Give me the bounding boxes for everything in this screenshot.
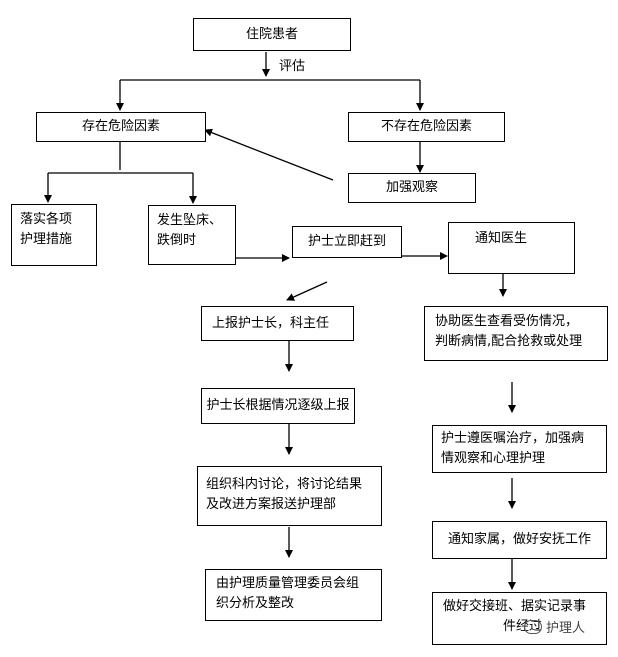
node-committee-line-2: 织分析及整改 bbox=[216, 596, 295, 611]
label-assess: 评估 bbox=[279, 59, 306, 74]
node-discuss-line-1: 组织科内讨论，将讨论结果 bbox=[206, 477, 363, 492]
node-escalate: 护士长根据情况逐级上报 bbox=[201, 388, 355, 424]
node-handover-line-1: 做好交接班、据实记录事 bbox=[443, 599, 587, 614]
node-treat: 护士遵医嘱治疗，加强病 情观察和心理护理 bbox=[432, 425, 607, 473]
node-risk-present: 存在危险因素 bbox=[36, 112, 206, 142]
watermark: 护理人 bbox=[524, 617, 585, 636]
node-handover-line-2: 件经过 bbox=[503, 619, 543, 634]
node-inpatient: 住院患者 bbox=[193, 18, 351, 51]
node-handover: 做好交接班、据实记录事 件经过 bbox=[432, 592, 607, 645]
arrow-nurse-to-report bbox=[286, 281, 328, 301]
node-assist: 协助医生查看受伤情况， 判断病情,配合抢救或处理 bbox=[424, 306, 608, 361]
node-measures: 落实各项 护理措施 bbox=[11, 204, 97, 266]
node-treat-line-2: 情观察和心理护理 bbox=[441, 451, 546, 466]
arrow-observe-to-risk bbox=[204, 128, 334, 181]
node-family: 通知家属，做好安抚工作 bbox=[432, 521, 607, 559]
node-fall-line-1: 发生坠床、 bbox=[157, 213, 223, 228]
chat-bubble-icon bbox=[524, 619, 542, 634]
node-nurse-rush: 护士立即赶到 bbox=[292, 226, 402, 258]
node-report-head: 上报护士长，科主任 bbox=[201, 306, 354, 341]
node-committee: 由护理质量管理委员会组 织分析及整改 bbox=[205, 569, 382, 621]
node-observe: 加强观察 bbox=[348, 173, 476, 203]
node-risk-absent: 不存在危险因素 bbox=[348, 112, 505, 142]
node-discuss-line-2: 及改进方案报送护理部 bbox=[206, 497, 337, 512]
node-discuss: 组织科内讨论，将讨论结果 及改进方案报送护理部 bbox=[197, 466, 382, 526]
node-treat-line-1: 护士遵医嘱治疗，加强病 bbox=[441, 431, 585, 446]
node-notify-doctor: 通知医生 bbox=[448, 222, 575, 274]
node-fall-line-2: 跌倒时 bbox=[157, 233, 197, 248]
node-committee-line-1: 由护理质量管理委员会组 bbox=[216, 576, 360, 591]
node-assist-line-1: 协助医生查看受伤情况， bbox=[435, 314, 579, 329]
node-measures-line-1: 落实各项 bbox=[20, 212, 73, 227]
node-measures-line-2: 护理措施 bbox=[20, 232, 73, 247]
watermark-text: 护理人 bbox=[546, 621, 586, 636]
node-assist-line-2: 判断病情,配合抢救或处理 bbox=[435, 334, 583, 349]
node-fall: 发生坠床、 跌倒时 bbox=[148, 205, 236, 265]
